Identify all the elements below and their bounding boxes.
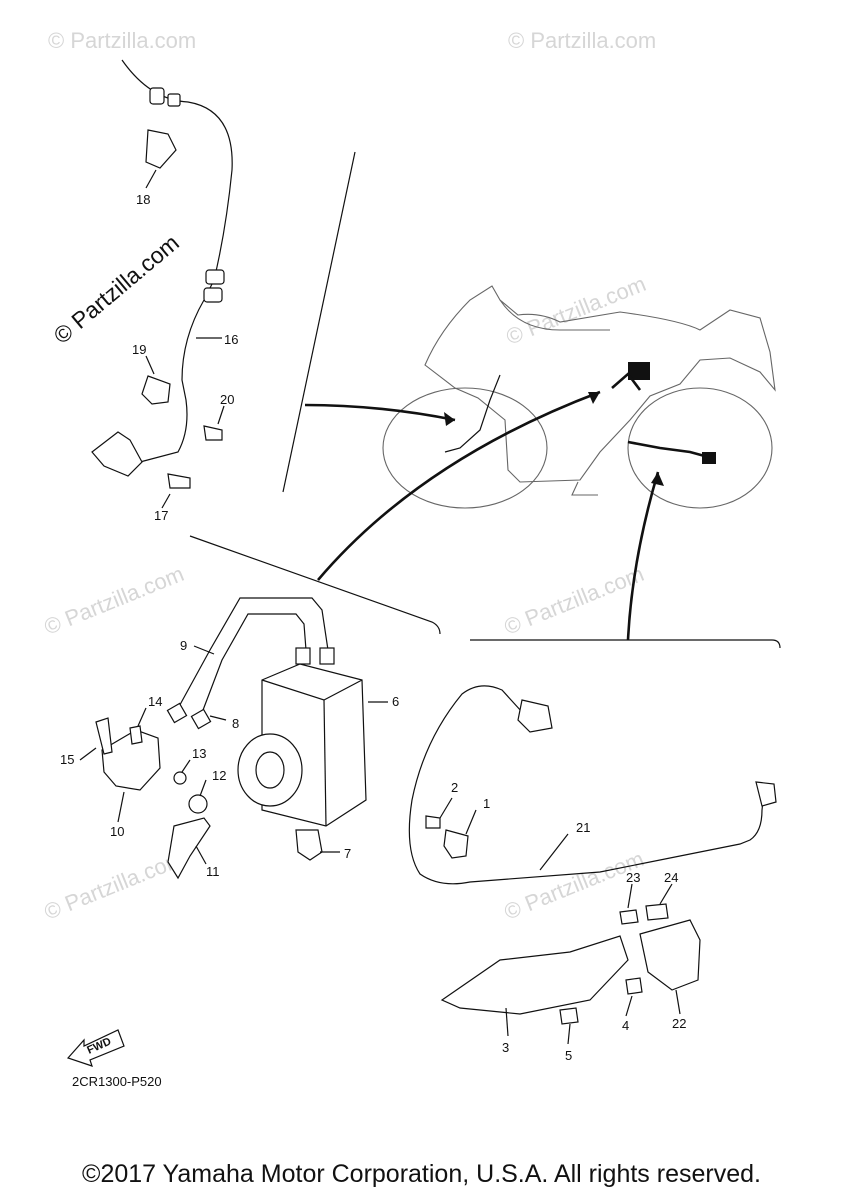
watermark: © Partzilla.com (41, 846, 188, 925)
diagram-code: 2CR1300-P520 (72, 1074, 162, 1089)
front-wheel-sensor-assembly (91, 59, 233, 489)
part-label-9: 9 (180, 638, 187, 653)
rear-sensor-harness-assembly (408, 685, 777, 1025)
part-label-13: 13 (192, 746, 206, 761)
watermark-prominent: © Partzilla.com (49, 229, 184, 349)
part-label-6: 6 (392, 694, 399, 709)
part-label-4: 4 (622, 1018, 629, 1033)
part-label-16: 16 (224, 332, 238, 347)
highlighted-harness (444, 362, 716, 464)
watermark: © Partzilla.com (508, 28, 656, 53)
watermark: © Partzilla.com (501, 561, 648, 640)
part-label-12: 12 (212, 768, 226, 783)
section-brackets (189, 151, 781, 649)
part-label-5: 5 (565, 1048, 572, 1063)
part-label-15: 15 (60, 752, 74, 767)
part-label-23: 23 (626, 870, 640, 885)
part-label-10: 10 (110, 824, 124, 839)
part-label-11: 11 (206, 864, 220, 879)
part-label-22: 22 (672, 1016, 686, 1031)
watermark: © Partzilla.com (41, 561, 188, 640)
fwd-arrow-icon: FWD (66, 1029, 125, 1067)
part-label-14: 14 (148, 694, 162, 709)
part-label-3: 3 (502, 1040, 509, 1055)
leader-lines-lower-right (439, 797, 681, 1045)
leader-lines-lower-left (79, 645, 388, 865)
motorcycle-outline (382, 285, 776, 509)
part-label-1: 1 (483, 796, 490, 811)
copyright-footer: ©2017 Yamaha Motor Corporation, U.S.A. A… (82, 1160, 761, 1188)
part-label-8: 8 (232, 716, 239, 731)
callout-arrows (304, 390, 664, 641)
part-label-17: 17 (154, 508, 168, 523)
part-label-19: 19 (132, 342, 146, 357)
part-label-18: 18 (136, 192, 150, 207)
watermark: © Partzilla.com (48, 28, 196, 53)
part-number-labels: 1 2 3 4 5 6 7 8 9 10 11 12 13 14 15 16 1… (60, 192, 686, 1063)
part-label-2: 2 (451, 780, 458, 795)
watermark: © Partzilla.com (503, 271, 650, 350)
abs-hydraulic-unit-assembly (95, 597, 367, 880)
part-label-21: 21 (576, 820, 590, 835)
part-label-20: 20 (220, 392, 234, 407)
leader-lines-upper (145, 169, 225, 509)
part-label-24: 24 (664, 870, 678, 885)
part-label-7: 7 (344, 846, 351, 861)
